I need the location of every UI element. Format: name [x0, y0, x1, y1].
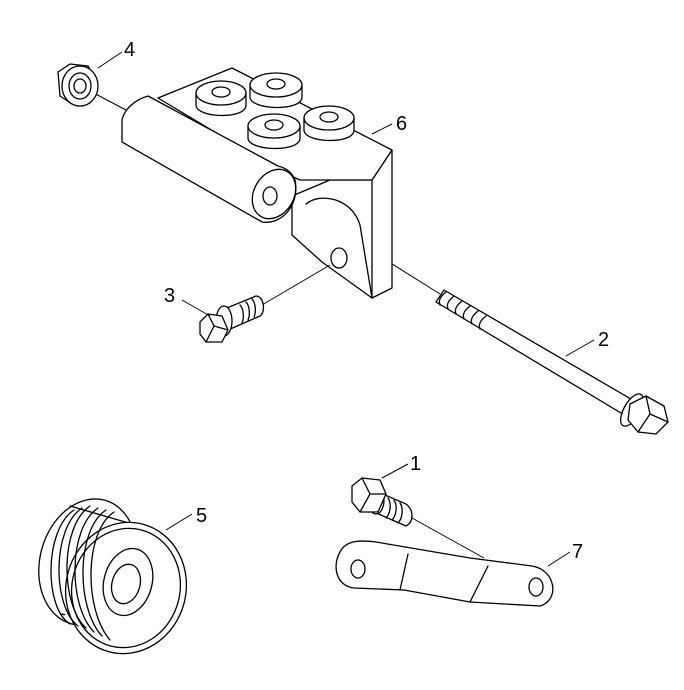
part-6-tensioner-bracket	[121, 67, 393, 299]
bracket-stud-1	[195, 80, 247, 117]
bolt-1-axis-line	[411, 517, 485, 559]
leader-line-1	[381, 463, 409, 479]
leader-line-5	[165, 513, 193, 531]
callout-5: 5	[196, 505, 207, 527]
callout-3: 3	[164, 285, 175, 307]
part-1-bolt	[351, 477, 413, 527]
part-3-short-bolt	[199, 295, 265, 343]
part-4-flange-nut	[57, 63, 99, 107]
bolt-3-axis-line	[261, 264, 331, 306]
callout-4: 4	[124, 39, 135, 61]
callout-2: 2	[598, 329, 609, 351]
bracket-stud-2	[249, 72, 303, 109]
callout-1: 1	[410, 453, 421, 475]
leader-line-7	[547, 551, 571, 567]
part-5-pulley	[38, 498, 188, 655]
part-7-link-arm	[335, 540, 554, 607]
leader-line-4	[97, 51, 123, 69]
leader-line-6	[371, 123, 393, 135]
leader-line-2	[565, 339, 595, 357]
callout-7: 7	[572, 541, 583, 563]
leader-line-3	[181, 299, 211, 317]
part-2-long-bolt	[435, 289, 669, 435]
callout-6: 6	[396, 113, 407, 135]
bracket-stud-4	[247, 113, 301, 150]
bracket-stud-3	[303, 105, 355, 142]
